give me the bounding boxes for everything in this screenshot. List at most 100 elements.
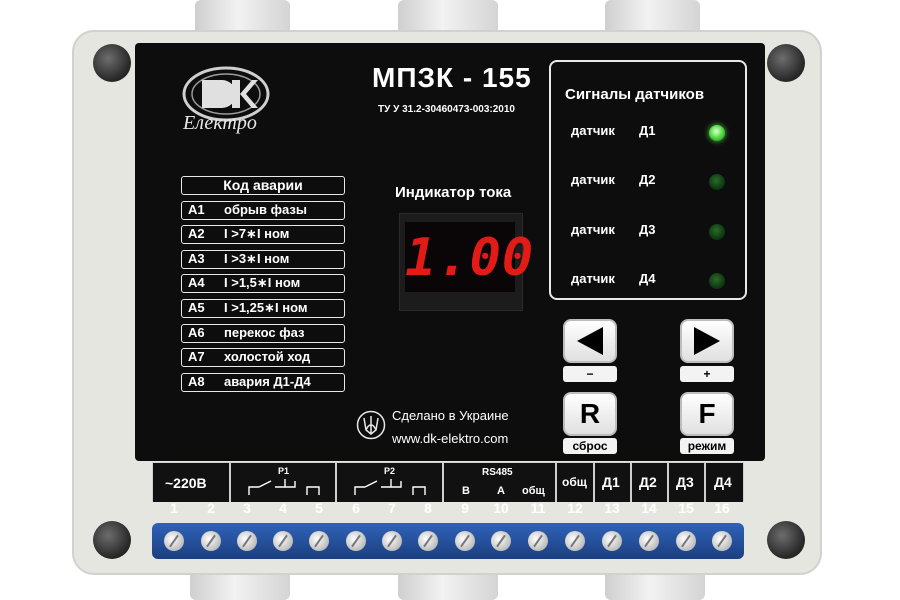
terminal-number: 8 [424, 500, 432, 516]
sensor-led-d1 [709, 125, 725, 141]
arrow-left-icon [577, 327, 603, 355]
sensor-label: датчик [571, 123, 615, 138]
terminal-rs485-common-label: общ [522, 485, 545, 497]
terminal-rs485-a-label: A [497, 485, 505, 497]
terminal-power-label: ~220B [165, 475, 207, 491]
terminal-screw[interactable] [528, 531, 548, 551]
terminal-number: 10 [493, 500, 509, 516]
terminal-sensor-common-label: общ [562, 475, 587, 489]
terminal-d1-label: Д1 [602, 474, 620, 490]
current-display: 1.00 [399, 213, 533, 311]
relay-contact-icon [354, 479, 426, 495]
terminal-screw[interactable] [418, 531, 438, 551]
terminal-number: 1 [170, 500, 178, 516]
sensor-row: датчик Д3 [571, 222, 656, 237]
terminal-number: 4 [279, 500, 287, 516]
corner-screw-bottom-left [93, 521, 131, 559]
fault-code-id: A1 [188, 201, 205, 217]
fault-code-text: обрыв фазы [224, 201, 307, 217]
sensor-label: датчик [571, 222, 615, 237]
fault-code-text: авария Д1-Д4 [224, 373, 311, 389]
corner-screw-bottom-right [767, 521, 805, 559]
terminal-screw[interactable] [565, 531, 585, 551]
fault-code-id: A7 [188, 349, 205, 365]
terminal-number: 6 [352, 500, 360, 516]
fault-code-text: I >7∗I ном [224, 226, 290, 242]
terminal-screw[interactable] [676, 531, 696, 551]
terminal-group-relay2: P2 [336, 462, 443, 502]
fault-code-id: A5 [188, 299, 205, 315]
device-model-title: МПЗК - 155 [372, 62, 532, 93]
terminal-group-rs485: RS485 B A общ [443, 462, 556, 502]
current-indicator-title: Индикатор тока [395, 184, 512, 201]
terminal-group-d3: Д3 [668, 462, 705, 502]
mode-button[interactable]: F [680, 392, 734, 436]
terminal-number: 3 [243, 500, 251, 516]
terminal-screw[interactable] [491, 531, 511, 551]
fault-code-item: A6 перекос фаз [181, 323, 345, 343]
sensor-id: Д3 [639, 222, 656, 237]
fault-code-id: A8 [188, 373, 205, 389]
sensor-id: Д1 [639, 123, 656, 138]
terminal-relay1-label: P1 [278, 466, 290, 476]
trident-emblem-icon [356, 410, 386, 440]
terminal-screw[interactable] [309, 531, 329, 551]
terminal-group-power: ~220B [152, 462, 230, 502]
sensor-signals-title: Сигналы датчиков [565, 86, 705, 103]
terminal-screw[interactable] [346, 531, 366, 551]
fault-code-header: Код аварии [181, 176, 345, 195]
mode-button-label: режим [680, 438, 734, 454]
terminal-number: 7 [388, 500, 396, 516]
terminal-d3-label: Д3 [676, 474, 694, 490]
sensor-label: датчик [571, 172, 615, 187]
left-button-label: − [563, 366, 617, 382]
terminal-group-d1: Д1 [594, 462, 631, 502]
sensor-id: Д2 [639, 172, 656, 187]
right-button-label: + [680, 366, 734, 382]
fault-code-id: A6 [188, 324, 205, 340]
logo-wordmark: Електро [183, 112, 257, 134]
sensor-led-d3 [709, 224, 725, 240]
corner-screw-top-right [767, 44, 805, 82]
terminal-screw[interactable] [164, 531, 184, 551]
display-window: 1.00 [405, 222, 533, 292]
terminal-group-relay1: P1 [230, 462, 336, 502]
terminal-number: 2 [207, 500, 215, 516]
terminal-screw[interactable] [237, 531, 257, 551]
fault-code-text: I >3∗I ном [224, 250, 290, 266]
terminal-screw[interactable] [455, 531, 475, 551]
sensor-row: датчик Д1 [571, 123, 656, 138]
terminal-group-d2: Д2 [631, 462, 668, 502]
fault-code-id: A4 [188, 275, 205, 291]
corner-screw-top-left [93, 44, 131, 82]
fault-code-item: A1 обрыв фазы [181, 200, 345, 220]
terminal-number: 15 [678, 500, 694, 516]
arrow-right-icon [694, 327, 720, 355]
fault-code-item: A8 авария Д1-Д4 [181, 372, 345, 392]
terminal-screw[interactable] [273, 531, 293, 551]
fault-code-id: A3 [188, 250, 205, 266]
terminal-screw[interactable] [639, 531, 659, 551]
terminal-screw[interactable] [602, 531, 622, 551]
terminal-number: 14 [641, 500, 657, 516]
right-button[interactable] [680, 319, 734, 363]
terminal-number: 5 [315, 500, 323, 516]
left-button[interactable] [563, 319, 617, 363]
sensor-led-d2 [709, 174, 725, 190]
terminal-relay2-label: P2 [384, 466, 396, 476]
fault-code-text: перекос фаз [224, 324, 305, 340]
terminal-rs485-label: RS485 [482, 467, 513, 478]
terminal-header: ~220B P1 P2 RS485 B A общ общ Д1 Д2 Д3 Д… [152, 462, 744, 526]
terminal-screw[interactable] [382, 531, 402, 551]
sensor-signals-frame [549, 60, 747, 300]
sensor-led-d4 [709, 273, 725, 289]
terminal-screw[interactable] [201, 531, 221, 551]
terminal-number: 13 [604, 500, 620, 516]
terminal-screw[interactable] [712, 531, 732, 551]
reset-button[interactable]: R [563, 392, 617, 436]
